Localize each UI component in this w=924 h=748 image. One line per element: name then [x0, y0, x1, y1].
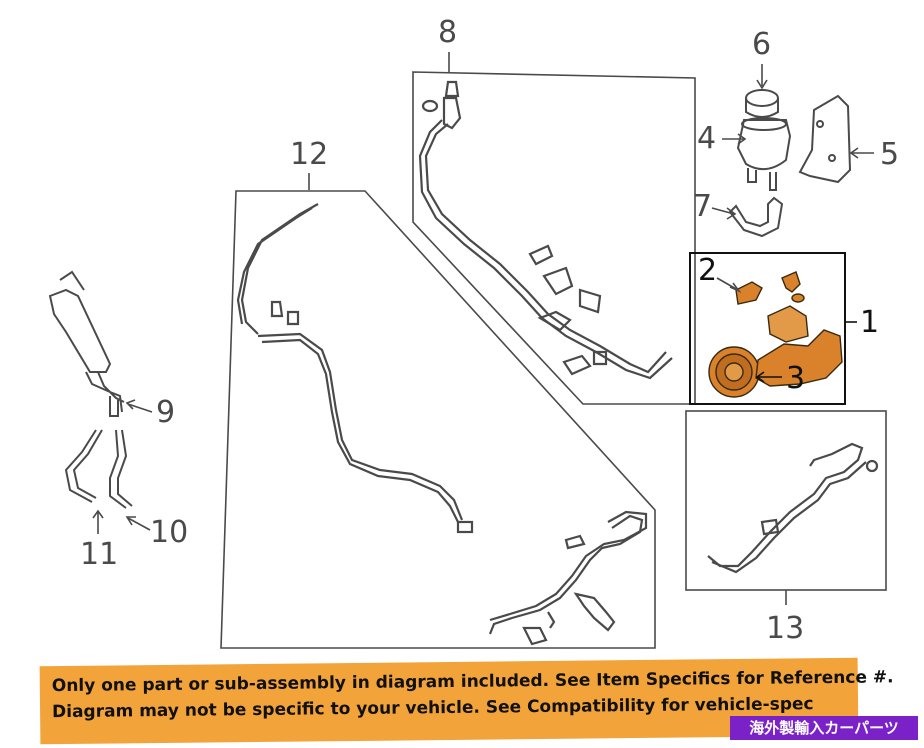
callout-1: 1 [860, 305, 880, 340]
cooler-9 [48, 288, 112, 373]
disclaimer-line-1: Only one part or sub-assembly in diagram… [51, 667, 894, 697]
disclaimer-line-2: Diagram may not be specific to your vehi… [51, 694, 814, 723]
callout-4: 4 [697, 121, 717, 156]
reservoir-cap-6 [745, 89, 779, 107]
callout-10: 10 [150, 515, 189, 550]
callout-8: 8 [438, 15, 458, 50]
hose-7 [728, 196, 784, 238]
callout-6: 6 [752, 27, 772, 62]
hose-assembly-8 [418, 80, 673, 380]
callout-2: 2 [698, 253, 718, 288]
callout-13: 13 [766, 611, 805, 646]
pressure-line-12 [236, 203, 474, 534]
import-parts-badge: 海外製輸入カーパーツ [730, 716, 918, 740]
group-8-frame [412, 71, 696, 405]
callout-12: 12 [290, 137, 329, 172]
callout-11: 11 [80, 537, 119, 572]
callout-9: 9 [156, 395, 176, 430]
return-line-13 [707, 442, 879, 574]
bracket-2 [735, 281, 763, 305]
group-1-frame [689, 252, 846, 405]
group-12-frame [220, 190, 656, 649]
hose-10 [109, 429, 133, 509]
callout-3: 3 [786, 361, 806, 396]
bracket-5 [798, 94, 852, 184]
callout-5: 5 [880, 137, 900, 172]
return-line-12 [488, 510, 648, 646]
callout-7: 7 [693, 189, 713, 224]
hose-11 [64, 429, 103, 503]
reservoir-4 [736, 119, 792, 171]
power-steering-pump-1 [708, 271, 843, 398]
